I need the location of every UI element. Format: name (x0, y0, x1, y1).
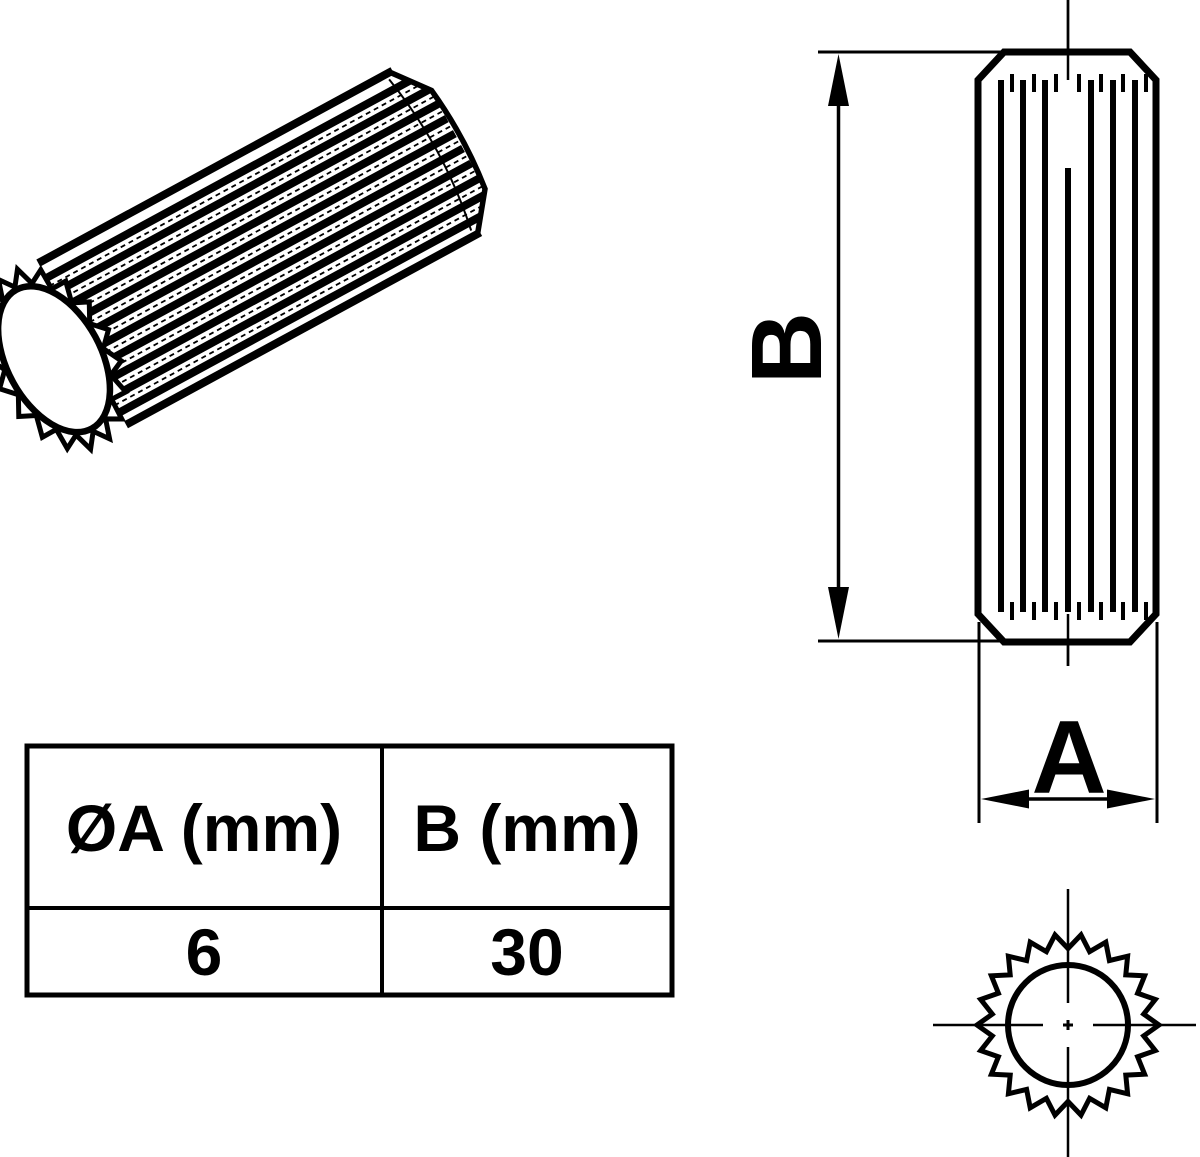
dowel-far-cap (388, 69, 488, 235)
dimension-a-label: A (1031, 700, 1106, 816)
table-header-length: B (mm) (413, 791, 640, 865)
dowel-end-face (0, 282, 114, 436)
flute-stripe (78, 173, 483, 399)
fine-flute-line (65, 124, 454, 336)
table-header-diameter: ØA (mm) (66, 791, 342, 865)
dimension-b-label: B (731, 312, 843, 384)
top-view (933, 889, 1196, 1157)
perspective-view (0, 67, 500, 455)
flute-stripe (37, 99, 443, 324)
fine-flute-line (106, 199, 494, 411)
table-value-length: 30 (490, 915, 563, 989)
fine-flute-line (81, 154, 470, 366)
spec-table: ØA (mm) B (mm) 6 30 (24, 743, 675, 998)
flute-stripe (54, 129, 459, 354)
flute-stripe (21, 69, 427, 294)
fine-flute-line (89, 169, 478, 381)
front-view (974, 0, 1160, 666)
arrowhead-a-left (981, 789, 1029, 809)
flute-stripe (94, 203, 500, 429)
fine-flute-line (41, 79, 429, 292)
front-view-flutes (998, 74, 1148, 620)
dimension-b: B (731, 50, 1001, 643)
dowel-bottom-edge (124, 228, 483, 429)
fine-flute-line (73, 139, 462, 351)
arrowhead-b-up (828, 54, 849, 106)
fine-flute-line (97, 184, 486, 396)
flute-stripe (29, 84, 435, 309)
flute-stripe (62, 144, 467, 369)
table-value-diameter: 6 (186, 915, 223, 989)
table-border (24, 743, 675, 998)
dowel-far-chamfer-line (388, 78, 473, 231)
flute-stripe (86, 188, 492, 414)
flute-stripe (45, 114, 451, 339)
arrowhead-b-down (828, 587, 849, 639)
dowel-top-edge (36, 67, 395, 267)
fine-flute-line (57, 109, 445, 321)
flute-stripe (70, 158, 475, 384)
dimension-a: A (977, 622, 1159, 823)
dowel-flute-stripes (21, 69, 500, 429)
fine-flute-line (49, 94, 437, 306)
arrowhead-a-right (1107, 789, 1155, 809)
